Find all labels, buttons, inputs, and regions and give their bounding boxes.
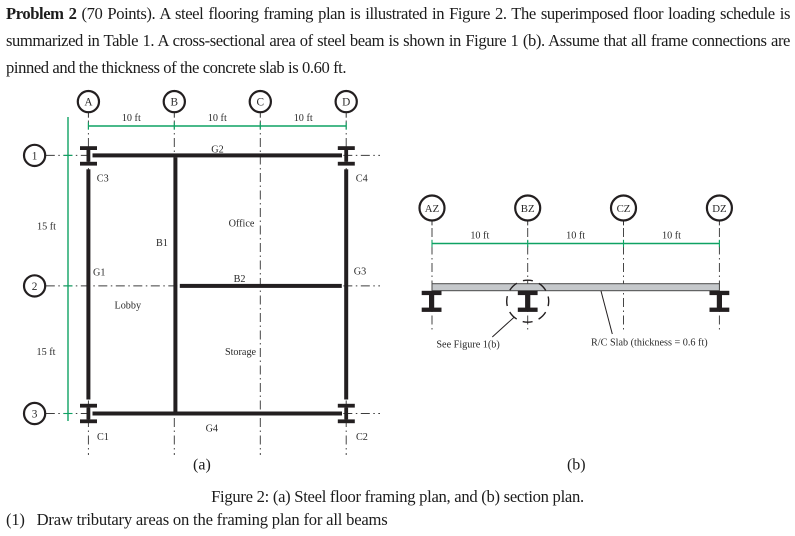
svg-text:Storage: Storage [225,347,257,358]
svg-text:1: 1 [32,150,38,162]
svg-text:Office: Office [229,219,255,230]
svg-text:AZ: AZ [425,203,439,215]
svg-text:15 ft: 15 ft [37,221,56,232]
svg-text:10 ft: 10 ft [208,113,227,124]
svg-text:C1: C1 [97,432,109,443]
svg-text:G2: G2 [211,144,223,155]
svg-text:Lobby: Lobby [114,301,142,312]
svg-text:B2: B2 [234,274,246,285]
svg-text:R/C Slab (thickness = 0.6 ft): R/C Slab (thickness = 0.6 ft) [591,338,708,349]
svg-text:See Figure 1(b): See Figure 1(b) [436,340,499,351]
svg-text:10 ft: 10 ft [470,231,489,242]
svg-text:(a): (a) [193,457,211,474]
svg-text:G1: G1 [93,268,105,279]
svg-text:10 ft: 10 ft [122,113,141,124]
svg-text:G4: G4 [206,424,218,435]
svg-text:3: 3 [32,409,38,421]
svg-text:2: 2 [32,281,38,293]
svg-text:DZ: DZ [712,203,726,215]
svg-text:B: B [171,97,179,109]
svg-text:10 ft: 10 ft [662,231,681,242]
svg-text:B1: B1 [156,238,168,249]
svg-text:C: C [257,97,265,109]
svg-text:C4: C4 [356,173,368,184]
svg-text:10 ft: 10 ft [566,231,585,242]
svg-text:15 ft: 15 ft [37,347,56,358]
svg-text:CZ: CZ [617,203,631,215]
svg-text:C2: C2 [356,432,368,443]
svg-text:10 ft: 10 ft [294,113,313,124]
svg-text:C3: C3 [97,173,109,184]
svg-text:(b): (b) [567,457,586,474]
svg-text:D: D [342,97,350,109]
svg-text:BZ: BZ [521,203,535,215]
svg-text:G3: G3 [354,267,366,278]
svg-text:A: A [84,97,93,109]
